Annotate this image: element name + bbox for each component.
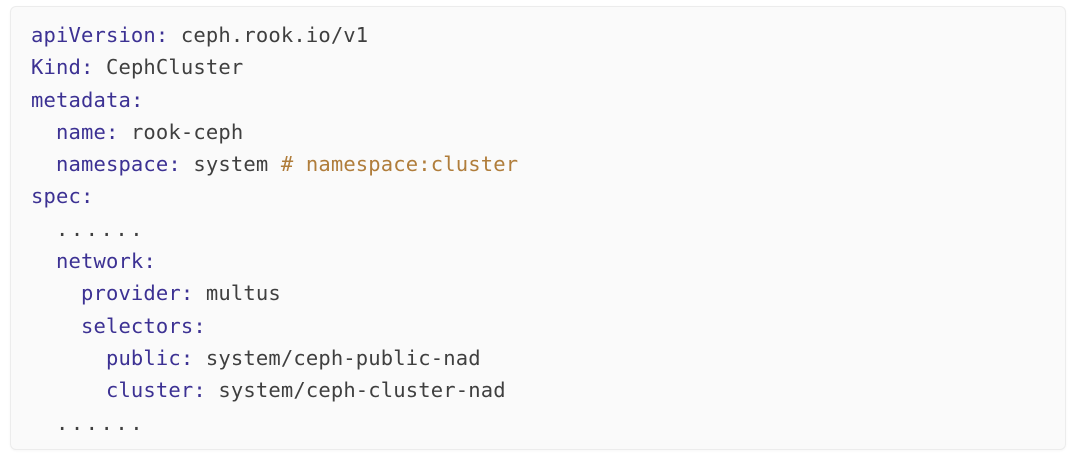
code-line: cluster: system/ceph-cluster-nad: [31, 374, 1065, 406]
code-line: spec:: [31, 180, 1065, 212]
yaml-value: system/ceph-cluster-nad: [205, 378, 506, 403]
yaml-value: multus: [193, 281, 281, 306]
yaml-colon: :: [80, 184, 94, 209]
yaml-value: ceph.rook.io/v1: [168, 23, 369, 47]
code-indent: [31, 378, 106, 402]
yaml-key: apiVersion: [31, 23, 156, 47]
code-line: ......: [31, 407, 1065, 439]
code-line: metadata:: [31, 84, 1065, 116]
yaml-comment: # namespace:cluster: [280, 152, 519, 177]
yaml-colon: :: [193, 313, 206, 338]
code-ellipsis: ......: [55, 216, 146, 241]
code-line: namespace: system # namespace:cluster: [31, 148, 1065, 180]
yaml-colon: :: [193, 378, 206, 403]
yaml-colon: :: [155, 23, 169, 47]
yaml-colon: :: [180, 345, 194, 370]
code-line: selectors:: [31, 310, 1065, 342]
yaml-key: public: [105, 345, 181, 370]
yaml-colon: :: [143, 249, 156, 274]
yaml-key: provider: [80, 281, 181, 306]
yaml-value: system: [180, 152, 281, 177]
code-indent: [31, 152, 56, 176]
code-indent: [31, 314, 81, 338]
code-line: provider: multus: [31, 277, 1065, 309]
yaml-colon: :: [130, 87, 144, 112]
code-indent: [31, 120, 56, 144]
yaml-key: network: [55, 249, 144, 274]
code-line: public: system/ceph-public-nad: [31, 342, 1065, 374]
yaml-colon: :: [105, 119, 119, 144]
code-line: apiVersion: ceph.rook.io/v1: [31, 19, 1065, 51]
yaml-value: system/ceph-public-nad: [193, 345, 481, 370]
yaml-key: namespace: [55, 152, 169, 177]
code-line: network:: [31, 245, 1065, 277]
code-ellipsis: ......: [55, 410, 146, 435]
yaml-colon: :: [80, 55, 94, 80]
code-indent: [31, 281, 81, 305]
code-indent: [31, 346, 106, 370]
yaml-key: cluster: [105, 378, 194, 403]
yaml-key: selectors: [80, 313, 194, 338]
yaml-key: Kind: [31, 55, 81, 80]
yaml-key: spec: [31, 184, 81, 209]
code-indent: [31, 249, 56, 273]
code-line: name: rook-ceph: [31, 116, 1065, 148]
yaml-key: name: [55, 119, 106, 144]
code-line: ......: [31, 213, 1065, 245]
code-indent: [31, 217, 56, 241]
code-indent: [31, 411, 56, 435]
yaml-colon: :: [180, 281, 194, 306]
yaml-value: rook-ceph: [118, 119, 244, 144]
yaml-colon: :: [168, 152, 181, 177]
yaml-key: metadata: [31, 87, 131, 112]
code-line: Kind: CephCluster: [31, 51, 1065, 83]
yaml-value: CephCluster: [93, 55, 244, 80]
